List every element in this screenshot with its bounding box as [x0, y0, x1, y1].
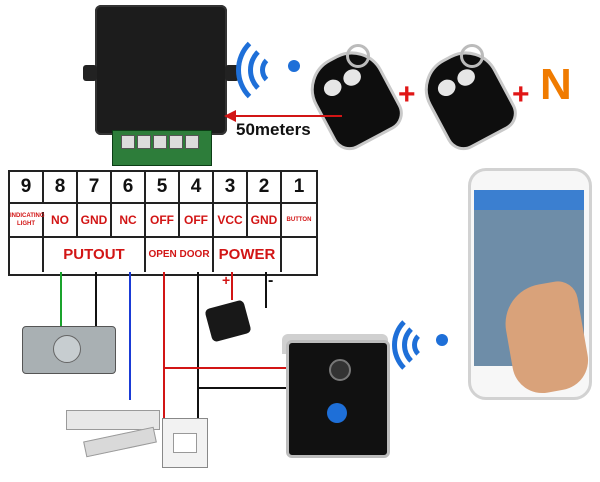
distance-label: 50meters: [236, 120, 311, 139]
terminal-label: GND: [248, 204, 282, 236]
terminal-label: VCC: [214, 204, 248, 236]
terminal-number: 3: [214, 172, 248, 202]
terminal-label: INDICATING LIGHT: [10, 212, 45, 236]
exit-button-icon: [162, 418, 208, 468]
keyring-icon: [460, 44, 484, 68]
negative-sign: -: [268, 272, 274, 289]
electric-lock-icon: [22, 326, 116, 374]
terminal-label: GND: [78, 204, 112, 236]
terminal-group-blank: [10, 238, 44, 272]
terminal-number: 5: [146, 172, 180, 202]
terminal-number: 9: [10, 172, 44, 202]
terminal-label: OFF: [180, 204, 214, 236]
magnetic-lock-icon: [66, 410, 160, 430]
plus-sign: +: [512, 78, 530, 111]
receiver-terminal-board: [112, 130, 212, 166]
wifi-wave-icon: [236, 30, 316, 110]
open-door-group-label: OPEN DOOR: [146, 238, 214, 272]
receiver-module: [83, 5, 239, 135]
power-group-label: POWER: [214, 238, 282, 272]
terminal-label: BUTTON: [286, 217, 312, 223]
video-doorbell-icon: [286, 340, 390, 458]
keyring-icon: [346, 44, 370, 68]
terminal-label: NO: [44, 204, 78, 236]
terminal-number: 2: [248, 172, 282, 202]
terminal-number: 1: [293, 176, 305, 197]
positive-sign: +: [222, 272, 231, 288]
arrow-left-icon: [224, 110, 342, 122]
terminal-label: OFF: [146, 204, 180, 236]
wifi-wave-icon: [392, 310, 462, 380]
plus-sign: +: [398, 78, 416, 111]
n-label: N: [540, 60, 572, 109]
terminal-number: 8: [44, 172, 78, 202]
terminal-number: 7: [78, 172, 112, 202]
output-group-label: PUTOUT: [44, 238, 146, 272]
terminal-number: 4: [180, 172, 214, 202]
terminal-number: 6: [112, 172, 146, 202]
terminal-label: NC: [112, 204, 146, 236]
